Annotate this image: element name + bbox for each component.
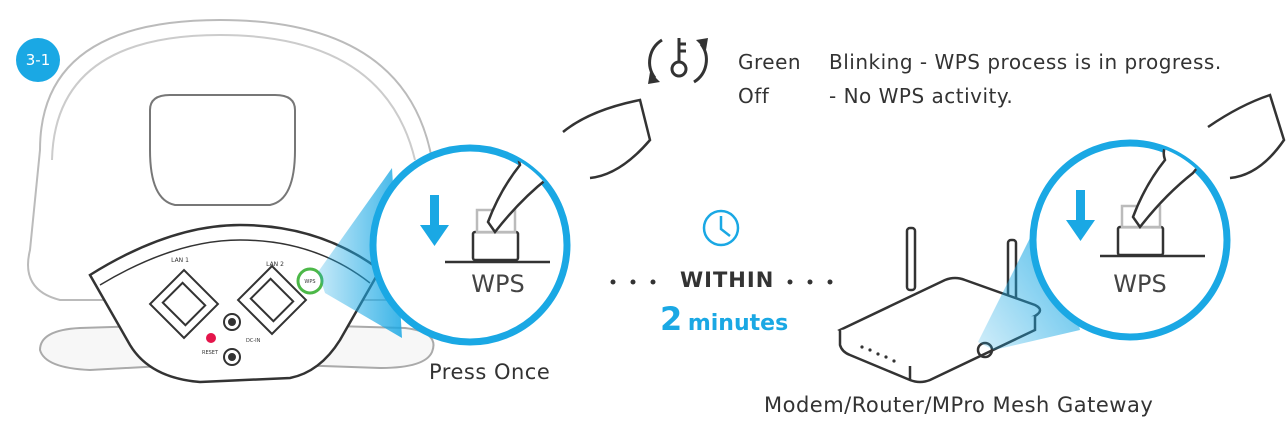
press-arrow-left: [420, 195, 449, 246]
extender-reset-label: RESET: [202, 350, 219, 356]
hand-left-arm: [562, 98, 652, 180]
extender-wps-label: WPS: [304, 279, 315, 285]
dc-in-jacks: [223, 313, 241, 366]
router-leds: [860, 345, 896, 363]
gateway-zoom-wps-label: WPS: [1113, 270, 1166, 298]
reset-button[interactable]: [206, 333, 216, 343]
legend-desc-off: - No WPS activity.: [829, 84, 1014, 108]
extender-dcin-label: DC-IN: [246, 338, 261, 344]
legend-color-green: Green: [738, 50, 802, 74]
within-label: WITHIN: [680, 268, 775, 292]
clock-icon: [702, 209, 740, 247]
legend-color-off: Off: [738, 84, 770, 108]
dots-right: [787, 279, 833, 285]
press-arrow-right: [1066, 190, 1095, 241]
extender-zoom-wps-label: WPS: [471, 270, 524, 298]
extender-device: [27, 18, 457, 384]
duration-label: 2 minutes: [660, 300, 788, 338]
extender-caption: Press Once: [429, 360, 551, 384]
hand-right-arm: [1207, 93, 1286, 180]
dots-left: [610, 279, 656, 285]
gateway-zoom-circle: [1029, 139, 1231, 341]
extender-zoom-circle: [369, 144, 571, 346]
extender-lan2-label: LAN 2: [266, 261, 284, 268]
duration-unit: minutes: [687, 311, 789, 336]
extender-lan1-label: LAN 1: [171, 257, 189, 264]
step-badge: 3-1: [16, 38, 60, 82]
lan1-port: [148, 268, 220, 340]
legend-desc-green: Blinking - WPS process is in progress.: [829, 50, 1222, 74]
duration-number: 2: [660, 300, 683, 338]
lan2-port: [236, 264, 308, 336]
gateway-caption: Modem/Router/MPro Mesh Gateway: [764, 393, 1154, 417]
wps-key-icon: [648, 38, 708, 84]
